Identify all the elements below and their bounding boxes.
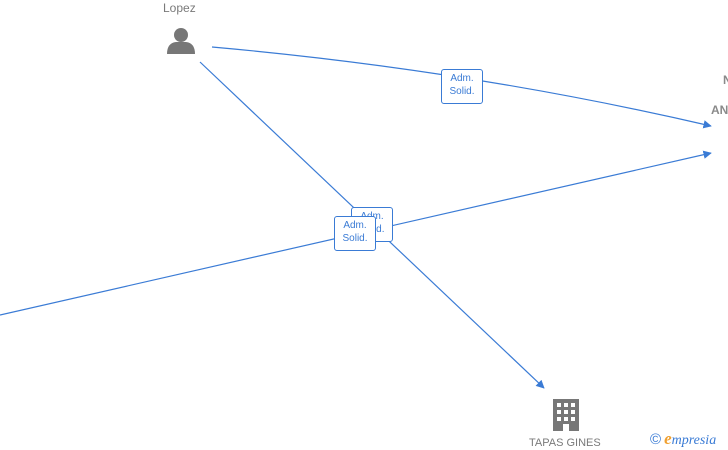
- edge-label-top[interactable]: Adm. Solid.: [441, 69, 483, 104]
- node-label-lopez[interactable]: Lopez: [163, 1, 196, 15]
- node-label-tapas-gines[interactable]: TAPAS GINES: [529, 437, 601, 449]
- edge-label-middle-front-line1: Adm.: [343, 220, 367, 231]
- edge-label-middle-front[interactable]: Adm. Solid.: [334, 216, 376, 251]
- node-label-right-company-line1[interactable]: N: [723, 73, 728, 87]
- node-label-right-company-line2[interactable]: AN: [711, 103, 728, 117]
- brand-e: e: [664, 429, 672, 448]
- copyright-symbol: ©: [650, 431, 662, 448]
- edge-label-top-line2: Solid.: [449, 86, 475, 97]
- person-icon: [167, 28, 195, 54]
- brand-rest: mpresia: [671, 433, 717, 448]
- building-icon: [553, 399, 579, 431]
- edge-label-top-line1: Adm.: [450, 73, 474, 84]
- empresia-watermark[interactable]: ©empresia: [650, 429, 716, 449]
- edge-label-middle-front-line2: Solid.: [342, 233, 368, 244]
